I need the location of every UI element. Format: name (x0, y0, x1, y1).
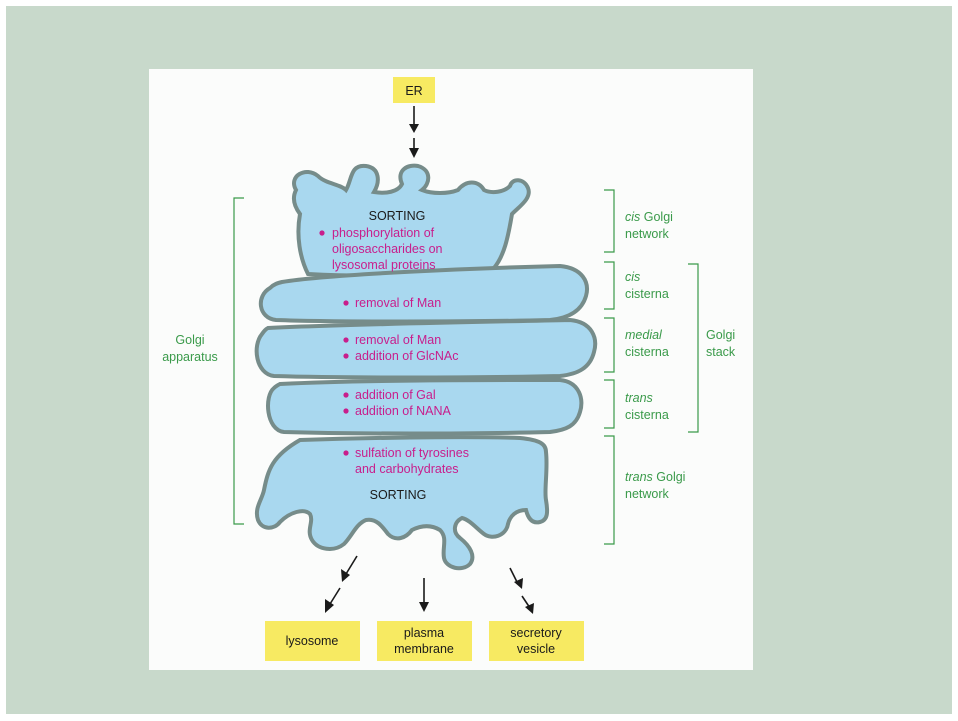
trans-network-bracket (604, 435, 615, 545)
medial-cisterna-label-line2: cisterna (625, 345, 669, 359)
trans-cisterna-label-line1: trans (625, 391, 653, 405)
medial-cisterna-bracket (604, 317, 615, 373)
bullet-dot (343, 337, 349, 343)
cis-network-bracket (604, 189, 615, 253)
cis-network-sorting-heading: SORTING (369, 209, 426, 223)
cis-cisterna-label-line2: cisterna (625, 287, 669, 301)
er-label-box: ER (393, 77, 435, 103)
cis-network-process-line2: oligosaccharides on (332, 242, 443, 256)
lysosome-label: lysosome (286, 634, 339, 648)
secretory-vesicle-arrow (509, 567, 534, 614)
secretory-vesicle-label-line2: vesicle (517, 642, 555, 656)
plasma-membrane-label-line2: membrane (394, 642, 454, 656)
golgi-stack-label-line2: stack (706, 345, 736, 359)
plasma-membrane-label-line1: plasma (404, 626, 444, 640)
golgi-apparatus-label-line1: Golgi (175, 333, 204, 347)
medial-cisterna-process-2: addition of GlcNAc (355, 349, 459, 363)
trans-network-process-line2: and carbohydrates (355, 462, 459, 476)
medial-cisterna-shape (254, 317, 598, 380)
plasma-membrane-box: plasma membrane (377, 621, 472, 661)
trans-cisterna-bracket (604, 379, 615, 429)
bullet-dot (343, 300, 349, 306)
golgi-apparatus-bracket (233, 197, 244, 525)
lysosome-arrow (325, 555, 358, 613)
cis-cisterna-bracket (604, 261, 615, 310)
trans-cisterna-process-2: addition of NANA (355, 404, 452, 418)
bullet-dot (343, 392, 349, 398)
lysosome-box: lysosome (265, 621, 360, 661)
er-label: ER (405, 84, 422, 98)
secretory-vesicle-box: secretory vesicle (489, 621, 584, 661)
trans-network-sorting-heading: SORTING (370, 488, 427, 502)
er-arrow (409, 106, 419, 158)
bullet-dot (343, 353, 349, 359)
medial-cisterna-process-1: removal of Man (355, 333, 441, 347)
cis-network-process-line1: phosphorylation of (332, 226, 435, 240)
medial-cisterna-label-line1: medial (625, 328, 663, 342)
golgi-apparatus-label-line2: apparatus (162, 350, 218, 364)
cis-cisterna-process-1: removal of Man (355, 296, 441, 310)
plasma-membrane-arrow (419, 578, 429, 612)
trans-cisterna-label-line2: cisterna (625, 408, 669, 422)
cis-network-process-line3: lysosomal proteins (332, 258, 436, 272)
trans-cisterna-process-1: addition of Gal (355, 388, 436, 402)
secretory-vesicle-label-line1: secretory (510, 626, 562, 640)
golgi-stack-bracket (688, 263, 699, 433)
bullet-dot (343, 450, 349, 456)
bullet-dot (319, 230, 325, 236)
trans-golgi-network-shape (254, 435, 550, 571)
trans-network-label-line1: trans Golgi (625, 470, 685, 484)
cis-cisterna-label-line1: cis (625, 270, 640, 284)
cis-network-label-line1: cis Golgi (625, 210, 673, 224)
trans-network-label-line2: network (625, 487, 670, 501)
trans-network-process-line1: sulfation of tyrosines (355, 446, 469, 460)
cis-network-label-line2: network (625, 227, 670, 241)
bullet-dot (343, 408, 349, 414)
golgi-stack-label-line1: Golgi (706, 328, 735, 342)
